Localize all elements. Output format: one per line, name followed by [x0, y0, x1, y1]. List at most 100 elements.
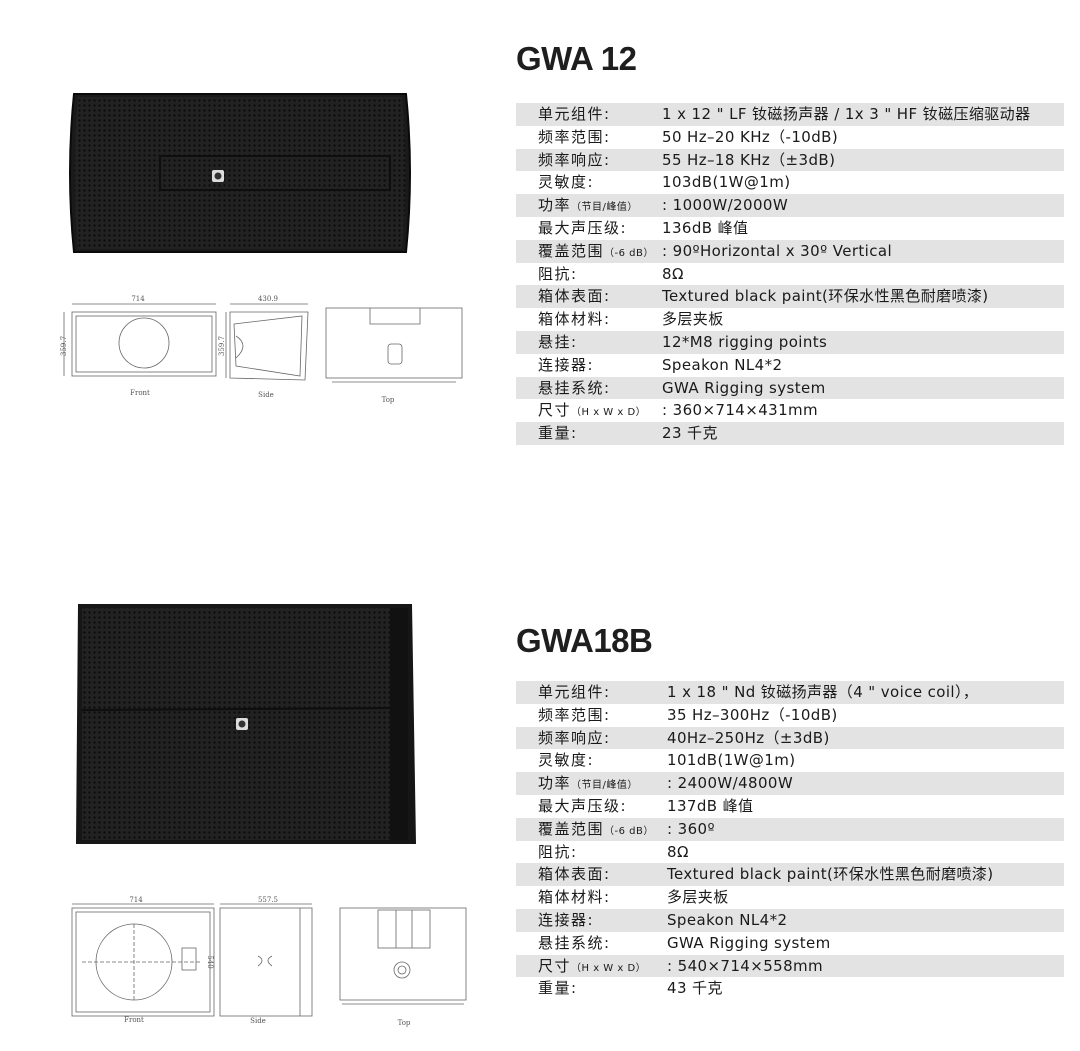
gwa12-spec-table: 单元组件: 1 x 12 " LF 钕磁扬声器 / 1x 3 " HF 钕磁压缩驱…: [516, 103, 1064, 445]
spec-row: 功率（节目/峰值） : 1000W/2000W: [516, 194, 1064, 217]
spec-row: 灵敏度: 101dB(1W@1m): [516, 749, 1064, 772]
spec-value: 23 千克: [662, 424, 718, 443]
gwa12-front-label: Front: [130, 389, 150, 397]
spec-label: 频率范围:: [538, 127, 611, 146]
spec-value: : 360×714×431mm: [662, 401, 819, 420]
spec-label: 灵敏度:: [538, 751, 595, 770]
spec-row: 阻抗:8Ω: [516, 841, 1064, 864]
spec-label: 灵敏度:: [538, 173, 595, 192]
spec-row: 连接器: Speakon NL4*2: [516, 354, 1064, 377]
gwa12-height-dim: 359.7: [60, 336, 68, 356]
gwa12-speaker-photo: [69, 93, 411, 253]
spec-row: 最大声压级: 137dB 峰值: [516, 795, 1064, 818]
spec-value: 多层夹板: [662, 310, 724, 329]
spec-value: Textured black paint(环保水性黑色耐磨喷漆): [667, 865, 994, 884]
gwa18b-height-dim: 540: [206, 955, 214, 968]
spec-row: 箱体材料: 多层夹板: [516, 308, 1064, 331]
gwa18b-depth-dim: 557.5: [258, 896, 278, 904]
product-gwa12: 714 430.9 359.7 359.7 Front Side Top GWA…: [0, 0, 1080, 520]
spec-row: 频率响应: 40Hz–250Hz（±3dB): [516, 726, 1064, 750]
spec-label: 悬挂系统:: [538, 378, 611, 397]
gwa18b-width-dim: 714: [129, 896, 143, 904]
gwa18b-top-label: Top: [398, 1019, 411, 1027]
spec-label: 重量:: [538, 424, 578, 443]
spec-label: 尺寸（H x W x D）: [538, 401, 647, 420]
spec-label: 悬挂系统:: [538, 933, 611, 952]
spec-label: 箱体表面:: [538, 287, 611, 306]
spec-value: : 2400W/4800W: [667, 774, 794, 793]
spec-row: 单元组件: 1 x 12 " LF 钕磁扬声器 / 1x 3 " HF 钕磁压缩驱…: [516, 103, 1064, 126]
gwa18b-dimension-drawing: 714 557.5 540 Front Side Top: [71, 896, 467, 1027]
spec-row: 频率响应:55 Hz–18 KHz（±3dB): [516, 148, 1064, 172]
spec-value: Speakon NL4*2: [662, 355, 783, 374]
spec-label: 最大声压级:: [538, 796, 628, 815]
product-gwa18b: 714 557.5 540 Front Side Top GWA18B 单元组件…: [0, 560, 1080, 1051]
spec-row: 箱体材料:多层夹板: [516, 886, 1064, 909]
spec-label: 箱体材料:: [538, 310, 611, 329]
gwa12-side-label: Side: [258, 391, 274, 399]
spec-value: GWA Rigging system: [662, 378, 826, 397]
spec-label: 覆盖范围（-6 dB）: [538, 819, 654, 838]
spec-value: 1 x 18 " Nd 钕磁扬声器（4 " voice coil），: [667, 683, 979, 701]
spec-label: 覆盖范围（-6 dB）: [538, 241, 654, 260]
gwa18b-front-label: Front: [124, 1016, 144, 1024]
spec-row: 箱体表面: Textured black paint(环保水性黑色耐磨喷漆): [516, 285, 1064, 309]
spec-row: 悬挂: 12*M8 rigging points: [516, 330, 1064, 354]
spec-value: 137dB 峰值: [667, 796, 754, 815]
spec-value: 103dB(1W@1m): [662, 173, 791, 192]
spec-value: 多层夹板: [667, 888, 729, 907]
spec-row: 覆盖范围（-6 dB） : 360º: [516, 817, 1064, 841]
spec-label: 功率（节目/峰值）: [538, 196, 638, 215]
spec-value: 8Ω: [667, 842, 689, 861]
spec-label: 单元组件:: [538, 683, 611, 701]
spec-row: 功率（节目/峰值） : 2400W/4800W: [516, 772, 1064, 795]
spec-row: 最大声压级:136dB 峰值: [516, 217, 1064, 240]
spec-label: 最大声压级:: [538, 218, 628, 237]
spec-label: 阻抗:: [538, 264, 578, 283]
spec-value: Speakon NL4*2: [667, 910, 788, 929]
spec-row: 箱体表面: Textured black paint(环保水性黑色耐磨喷漆): [516, 863, 1064, 887]
gwa12-width-dim: 714: [131, 295, 145, 303]
spec-value: : 360º: [667, 819, 715, 838]
spec-row: 频率范围: 50 Hz–20 KHz（-10dB): [516, 126, 1064, 149]
spec-label: 频率范围:: [538, 705, 611, 724]
spec-value: 8Ω: [662, 264, 684, 283]
spec-label: 频率响应:: [538, 150, 611, 169]
spec-label: 连接器:: [538, 355, 595, 374]
gwa18b-speaker-photo: [76, 604, 416, 844]
spec-row: 阻抗: 8Ω: [516, 263, 1064, 286]
spec-label: 重量:: [538, 979, 578, 998]
spec-value: : 540×714×558mm: [667, 956, 824, 975]
spec-row: 尺寸（H x W x D） : 540×714×558mm: [516, 954, 1064, 978]
spec-row: 覆盖范围（-6 dB） : 90ºHorizontal x 30º Vertica…: [516, 239, 1064, 263]
spec-value: 101dB(1W@1m): [667, 751, 796, 770]
spec-value: : 1000W/2000W: [662, 196, 789, 215]
gwa12-side-height-dim: 359.7: [218, 336, 226, 356]
gwa12-top-label: Top: [382, 396, 395, 404]
spec-row: 重量: 23 千克: [516, 422, 1064, 445]
spec-label: 频率响应:: [538, 728, 611, 747]
spec-value: 35 Hz–300Hz（-10dB): [667, 705, 838, 724]
spec-label: 箱体表面:: [538, 865, 611, 884]
gwa12-dimension-drawing: 714 430.9 359.7 359.7 Front Side Top: [60, 295, 463, 404]
spec-value: 43 千克: [667, 979, 723, 998]
spec-value: : 90ºHorizontal x 30º Vertical: [662, 241, 893, 260]
gwa18b-model-title: GWA18B: [516, 622, 653, 659]
spec-label: 单元组件:: [538, 105, 611, 123]
spec-value: Textured black paint(环保水性黑色耐磨喷漆): [662, 287, 989, 306]
spec-label: 连接器:: [538, 910, 595, 929]
spec-label: 尺寸（H x W x D）: [538, 956, 647, 975]
spec-row: 单元组件: 1 x 18 " Nd 钕磁扬声器（4 " voice coil），: [516, 681, 1064, 704]
gwa18b-spec-table: 单元组件:1 x 18 " Nd 钕磁扬声器（4 " voice coil）， …: [516, 681, 1064, 1000]
spec-value: GWA Rigging system: [667, 933, 831, 952]
spec-label: 功率（节目/峰值）: [538, 774, 638, 793]
spec-value: 40Hz–250Hz（±3dB): [667, 728, 830, 747]
gwa12-depth-dim: 430.9: [258, 295, 278, 303]
spec-row: 频率范围: 35 Hz–300Hz（-10dB): [516, 704, 1064, 727]
gwa12-model-title: GWA 12: [516, 40, 637, 77]
spec-value: 1 x 12 " LF 钕磁扬声器 / 1x 3 " HF 钕磁压缩驱动器: [662, 105, 1031, 123]
spec-value: 50 Hz–20 KHz（-10dB): [662, 127, 839, 146]
spec-label: 悬挂:: [538, 332, 578, 351]
spec-value: 12*M8 rigging points: [662, 332, 828, 351]
spec-row: 悬挂系统: GWA Rigging system: [516, 376, 1064, 400]
